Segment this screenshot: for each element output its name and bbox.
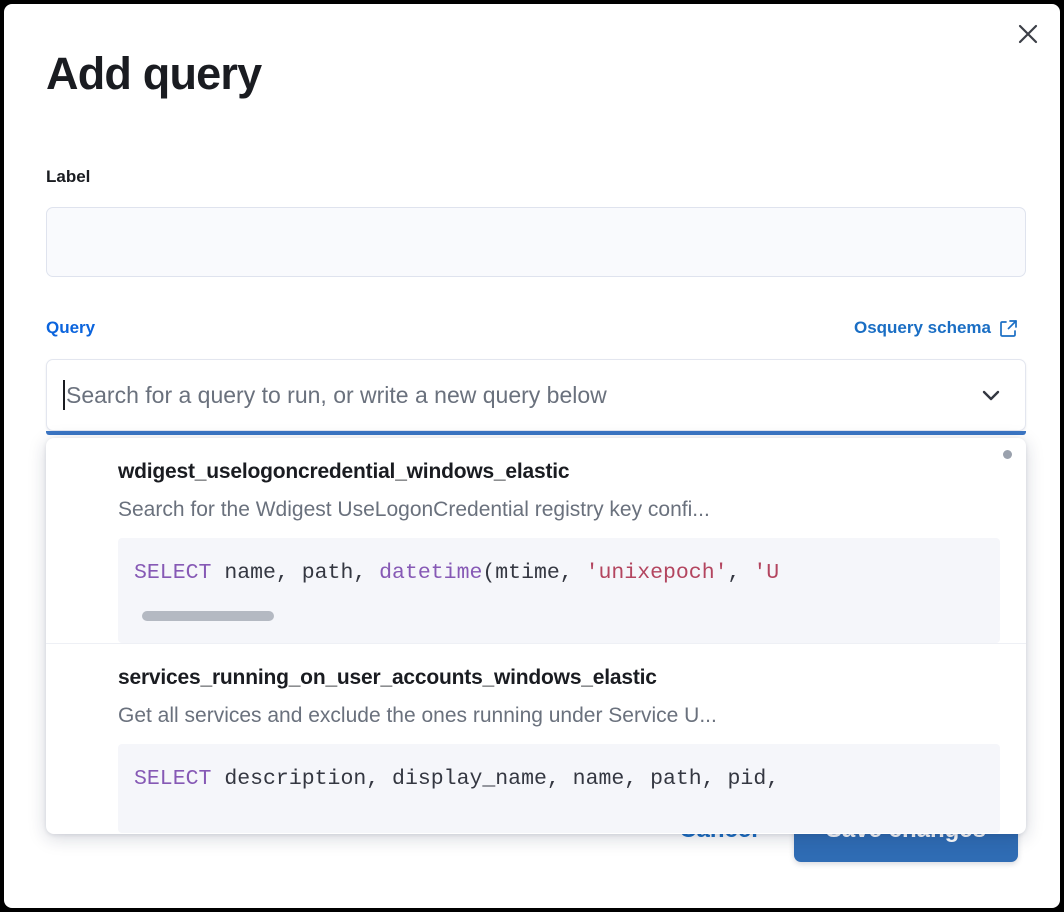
label-input[interactable] — [46, 207, 1026, 277]
osquery-schema-link[interactable]: Osquery schema — [854, 318, 1018, 338]
sql-string: 'unixepoch' — [585, 561, 728, 585]
query-combobox[interactable]: Search for a query to run, or write a ne… — [46, 359, 1026, 435]
sql-separator: , — [727, 561, 754, 585]
chevron-down-icon[interactable] — [973, 377, 1009, 413]
sql-function: datetime — [379, 561, 483, 585]
query-options-dropdown[interactable]: wdigest_uselogoncredential_windows_elast… — [46, 438, 1026, 834]
sql-keyword: SELECT — [134, 561, 225, 585]
option-description: Get all services and exclude the ones ru… — [118, 703, 717, 727]
sql-identifiers: description, display_name, name, path, p… — [224, 766, 780, 791]
query-field-label: Query — [46, 318, 96, 337]
page-title: Add query — [46, 48, 262, 99]
sql-identifiers: name, path, — [224, 561, 380, 585]
option-title: wdigest_uselogoncredential_windows_elast… — [118, 460, 570, 483]
text-caret — [63, 380, 65, 410]
option-code-text: SELECT name, path, datetime(mtime, 'unix… — [134, 560, 1000, 587]
option-code-text: SELECT description, display_name, name, … — [134, 766, 1000, 793]
list-item[interactable]: services_running_on_user_accounts_window… — [46, 642, 1026, 833]
add-query-modal: Add query Label Query Osquery schema Sea… — [4, 4, 1060, 908]
query-search-input[interactable]: Search for a query to run, or write a ne… — [66, 381, 607, 408]
focus-underline — [46, 431, 1026, 435]
code-horizontal-scrollbar[interactable] — [142, 610, 274, 621]
sql-keyword: SELECT — [134, 766, 225, 791]
scroll-dot-indicator[interactable] — [1003, 450, 1012, 459]
list-item[interactable]: wdigest_uselogoncredential_windows_elast… — [46, 438, 1026, 643]
label-field-label: Label — [46, 167, 91, 186]
option-description: Search for the Wdigest UseLogonCredentia… — [118, 498, 710, 521]
option-title: services_running_on_user_accounts_window… — [118, 665, 657, 689]
external-link-icon — [999, 319, 1018, 338]
osquery-schema-label: Osquery schema — [853, 318, 991, 337]
close-icon[interactable] — [1010, 16, 1046, 52]
query-combobox-box[interactable]: Search for a query to run, or write a ne… — [46, 359, 1026, 431]
option-code-block[interactable]: SELECT description, display_name, name, … — [118, 743, 1000, 833]
sql-args: (mtime, — [482, 561, 586, 585]
option-code-block[interactable]: SELECT name, path, datetime(mtime, 'unix… — [118, 538, 1000, 643]
sql-string-truncated: 'U — [753, 561, 780, 585]
